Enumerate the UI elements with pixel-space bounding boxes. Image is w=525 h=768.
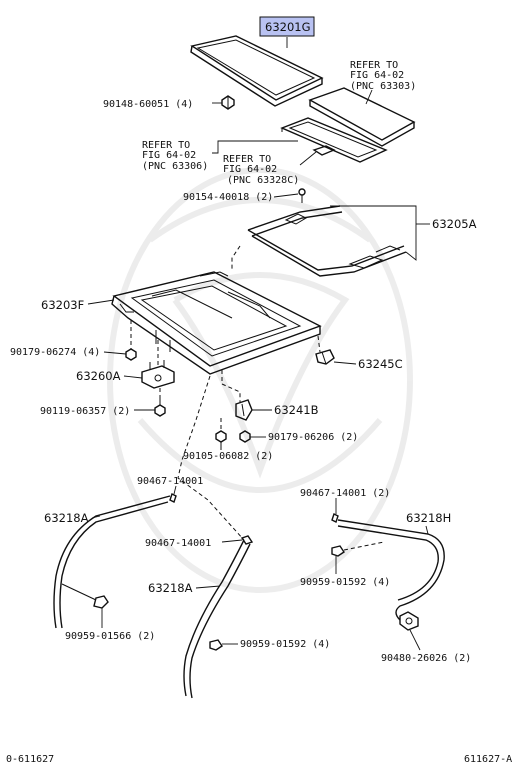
bracket-63245C[interactable] <box>315 349 335 365</box>
label-63203F[interactable]: 63203F <box>41 298 84 312</box>
leader-refer2 <box>212 140 298 154</box>
highlight-box-63201G <box>259 16 315 37</box>
refer1-line2: FIG 64-02 <box>350 70 404 81</box>
label-90480[interactable]: 90480-26026 (2) <box>381 653 471 664</box>
footer-right-code: 611627-A <box>464 754 512 765</box>
refer3-line2: FIG 64-02 <box>223 164 277 175</box>
refer2-line2: FIG 64-02 <box>142 150 196 161</box>
clamp-90467-middle[interactable] <box>240 535 254 545</box>
nut-90179-06206[interactable] <box>239 430 251 443</box>
footer-left-code: 0-611627 <box>6 754 54 765</box>
dash-bracket2-frame <box>221 370 241 402</box>
bolt-90105[interactable] <box>215 430 227 450</box>
label-90467b[interactable]: 90467-14001 (2) <box>300 488 390 499</box>
bracket-63241B[interactable] <box>235 399 253 421</box>
dash-bracket-frame <box>317 335 321 353</box>
label-90179a[interactable]: 90179-06274 (4) <box>10 347 100 358</box>
label-63201G[interactable]: 63201G <box>265 20 311 34</box>
leader-63245C <box>333 361 357 365</box>
sunroof-motor-63260A[interactable] <box>141 360 175 389</box>
label-63218A-mid[interactable]: 63218A <box>148 581 193 595</box>
refer1-line1: REFER TO <box>350 60 398 71</box>
leader-90467a <box>173 485 177 495</box>
leader-refer1 <box>365 89 373 105</box>
watermark-emblem <box>107 167 413 593</box>
dash-hose-routing <box>177 375 245 541</box>
refer1-line3: (PNC 63303) <box>350 81 416 92</box>
label-90105[interactable]: 90105-06082 (2) <box>183 451 273 462</box>
dash-rail-frame <box>231 245 241 270</box>
label-90467c[interactable]: 90467-14001 <box>145 538 211 549</box>
label-90119[interactable]: 90119-06357 (2) <box>40 406 130 417</box>
clamp-90467-right[interactable] <box>331 513 339 523</box>
label-63241B[interactable]: 63241B <box>274 403 319 417</box>
label-63205A[interactable]: 63205A <box>432 217 477 231</box>
label-63218H[interactable]: 63218H <box>406 511 451 525</box>
sunroof-housing-frame[interactable] <box>111 271 322 375</box>
leader-63260A <box>123 375 143 379</box>
drain-hose-right[interactable] <box>337 519 445 631</box>
label-90179b[interactable]: 90179-06206 (2) <box>268 432 358 443</box>
bolt-90148[interactable] <box>221 95 235 110</box>
label-90959a[interactable]: 90959-01592 (4) <box>300 577 390 588</box>
label-90959c[interactable]: 90959-01592 (4) <box>240 639 330 650</box>
leader-63203F <box>87 299 115 305</box>
leader-63205A <box>330 205 417 261</box>
label-90154[interactable]: 90154-40018 (2) <box>183 192 273 203</box>
label-90467a[interactable]: 90467-14001 <box>137 476 203 487</box>
refer3-line3: (PNC 63328C) <box>227 175 299 186</box>
refer3-line1: REFER TO <box>223 154 271 165</box>
screw-90154[interactable] <box>298 188 306 203</box>
sunshade-clip[interactable] <box>312 145 336 156</box>
nut-90179-06274[interactable] <box>125 348 137 361</box>
clamp-90467-left[interactable] <box>169 493 177 503</box>
leader-90467c <box>221 539 243 543</box>
sunshade-panel[interactable] <box>308 87 416 147</box>
label-63245C[interactable]: 63245C <box>358 357 403 371</box>
leader-63218A-left <box>91 515 101 519</box>
leader-90480 <box>409 629 421 651</box>
drain-hose-left[interactable] <box>53 495 171 629</box>
label-63218A-left[interactable]: 63218A <box>44 511 89 525</box>
leader-90154 <box>273 193 299 198</box>
drain-hose-middle[interactable] <box>183 539 251 699</box>
drive-rail-assembly[interactable] <box>247 205 407 277</box>
leader-63218A-mid <box>195 585 221 589</box>
sunroof-glass-panel[interactable] <box>190 35 324 107</box>
clip-90959-01592-right[interactable] <box>331 545 345 557</box>
label-90959b[interactable]: 90959-01566 (2) <box>65 631 155 642</box>
clip-90959-01592-middle[interactable] <box>209 639 223 651</box>
leader-refer3 <box>299 151 317 166</box>
refer2-line1: REFER TO <box>142 140 190 151</box>
label-63260A[interactable]: 63260A <box>76 369 121 383</box>
bolt-90119[interactable] <box>154 396 166 417</box>
leader-90179a <box>103 351 127 355</box>
leader-63218H <box>425 525 429 535</box>
refer2-line3: (PNC 63306) <box>142 161 208 172</box>
label-90148[interactable]: 90148-60051 (4) <box>103 99 193 110</box>
